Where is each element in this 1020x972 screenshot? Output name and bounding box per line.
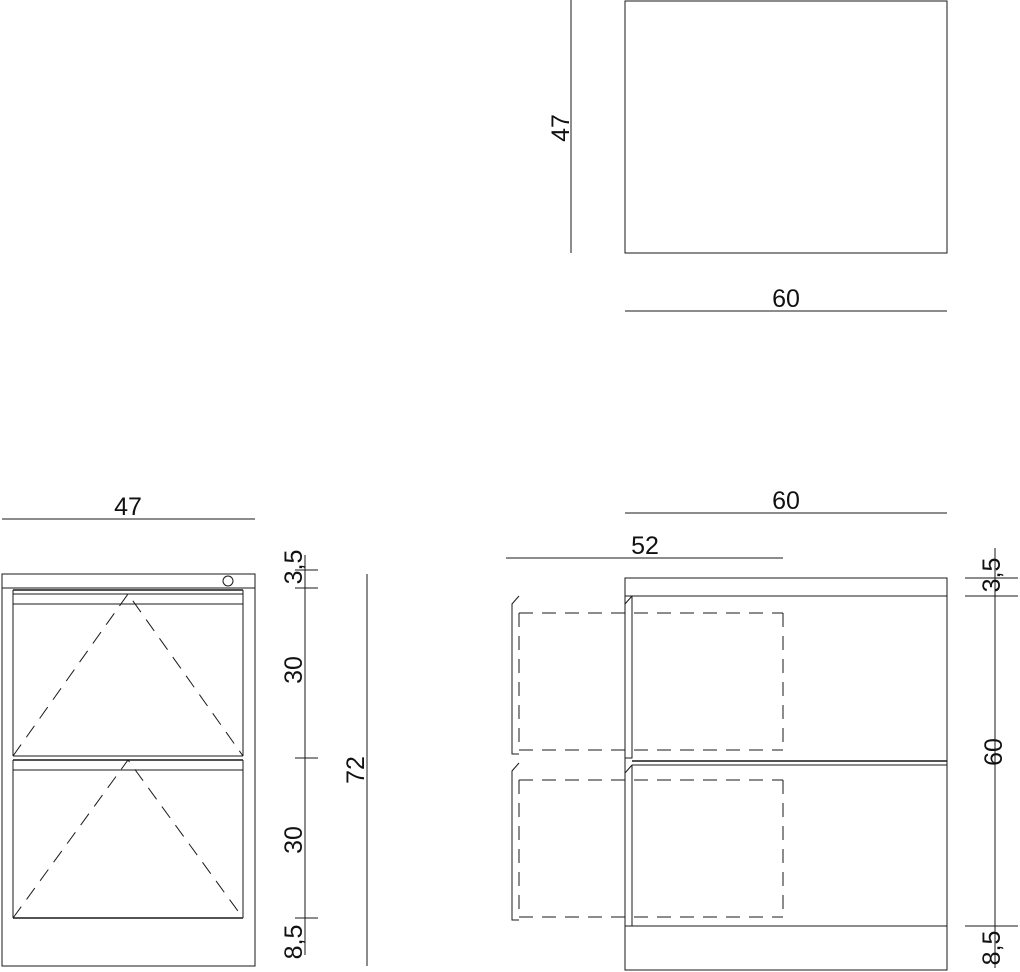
side-view-height-dimensions: 3,5 30 30 8,5 72	[280, 550, 370, 966]
plinth-height-label: 8,5	[280, 925, 308, 960]
upper-drawer-height-label: 30	[280, 656, 308, 684]
top-view-depth-label: 47	[547, 114, 575, 142]
front-view-upper-drawer	[511, 595, 784, 759]
lower-drawer-opening-mark	[12, 759, 244, 919]
lower-drawer	[12, 759, 244, 919]
top-view-width-label: 60	[772, 285, 800, 313]
side-view-width-label: 47	[114, 493, 142, 521]
upper-drawer	[12, 589, 244, 757]
front-view-body-outline	[624, 577, 948, 971]
upper-drawer-opening-mark	[12, 593, 244, 757]
lower-drawer-extended-front	[511, 762, 520, 921]
lock-icon	[222, 575, 234, 587]
front-view-width-label: 60	[772, 487, 800, 515]
front-view-lower-drawer	[511, 762, 784, 927]
front-plinth-height-label: 8,5	[978, 931, 1006, 966]
lower-drawer-front-panel	[624, 764, 633, 927]
cabinet-body-outline	[1, 573, 256, 967]
front-view: 60 52	[506, 487, 1018, 971]
total-height-label: 72	[342, 756, 370, 784]
upper-drawer-front-panel	[624, 595, 633, 759]
front-view-height-dimensions: 3,5 60 8,5	[965, 548, 1018, 968]
front-top-thickness-label: 3,5	[978, 558, 1006, 593]
top-view-outline	[624, 0, 948, 254]
top-thickness-label: 3,5	[280, 550, 308, 585]
side-view: 47 3	[1, 493, 370, 967]
top-view: 47 60	[547, 0, 948, 313]
lower-drawer-height-label: 30	[280, 826, 308, 854]
upper-drawer-extended-front	[511, 595, 520, 755]
drawer-extension-label: 52	[631, 532, 659, 560]
front-drawers-height-label: 60	[980, 738, 1008, 766]
